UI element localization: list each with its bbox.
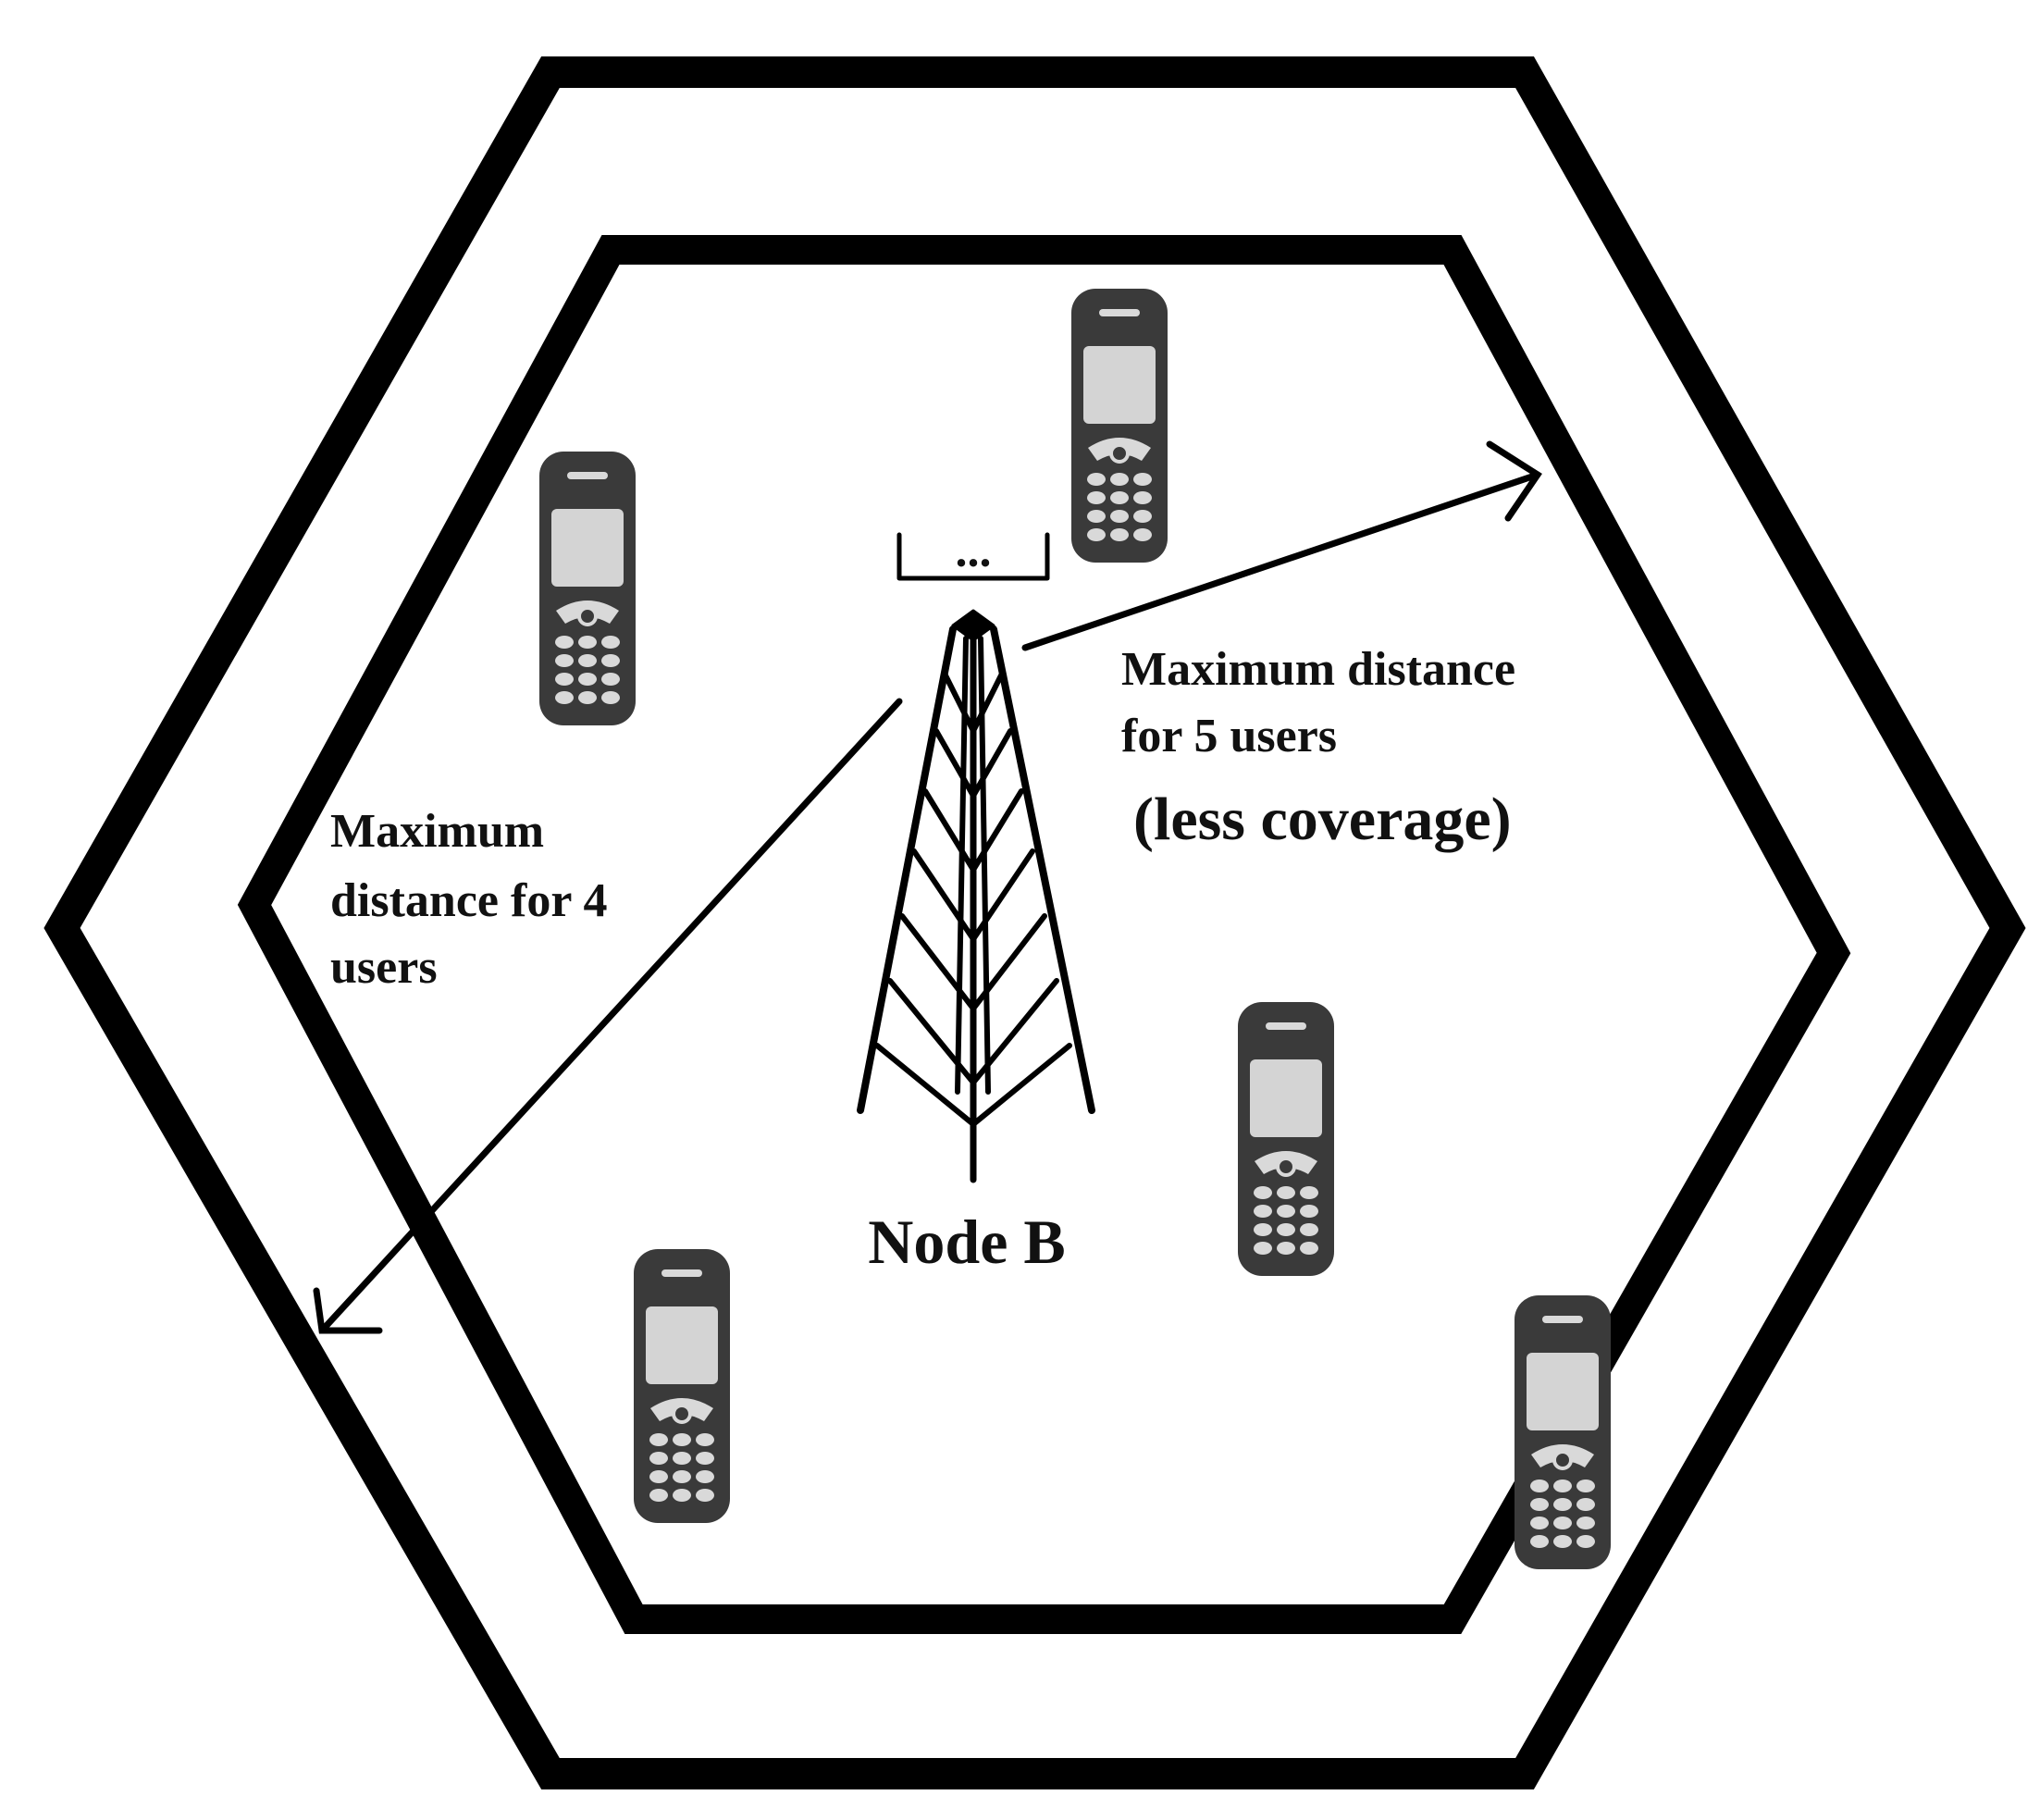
label-less-coverage: (less coverage) <box>1133 786 1512 853</box>
label-max-distance-4-line1: Maximum <box>330 805 544 858</box>
outer-hexagon <box>43 56 2026 1789</box>
label-max-distance-5-line2: for 5 users <box>1121 710 1337 762</box>
mobile-phone-icon <box>632 1247 732 1525</box>
mobile-phone-icon <box>1513 1294 1613 1571</box>
arrow-icon <box>313 698 903 1334</box>
label-max-distance-5-line1: Maximum distance <box>1121 643 1515 696</box>
mobile-phone-icon <box>1069 287 1169 564</box>
antenna-dots: ... <box>956 525 992 577</box>
node-b-label: Node B <box>868 1207 1065 1277</box>
mobile-phone-icon <box>1236 1000 1336 1278</box>
label-max-distance-4-line2: distance for 4 <box>330 874 607 927</box>
arrow-icon <box>1021 440 1542 651</box>
inner-hexagon <box>237 235 1851 1634</box>
mobile-phone-icon <box>538 450 637 727</box>
cell-tower-icon <box>857 532 1095 1183</box>
label-max-distance-4-line3: users <box>330 941 438 994</box>
